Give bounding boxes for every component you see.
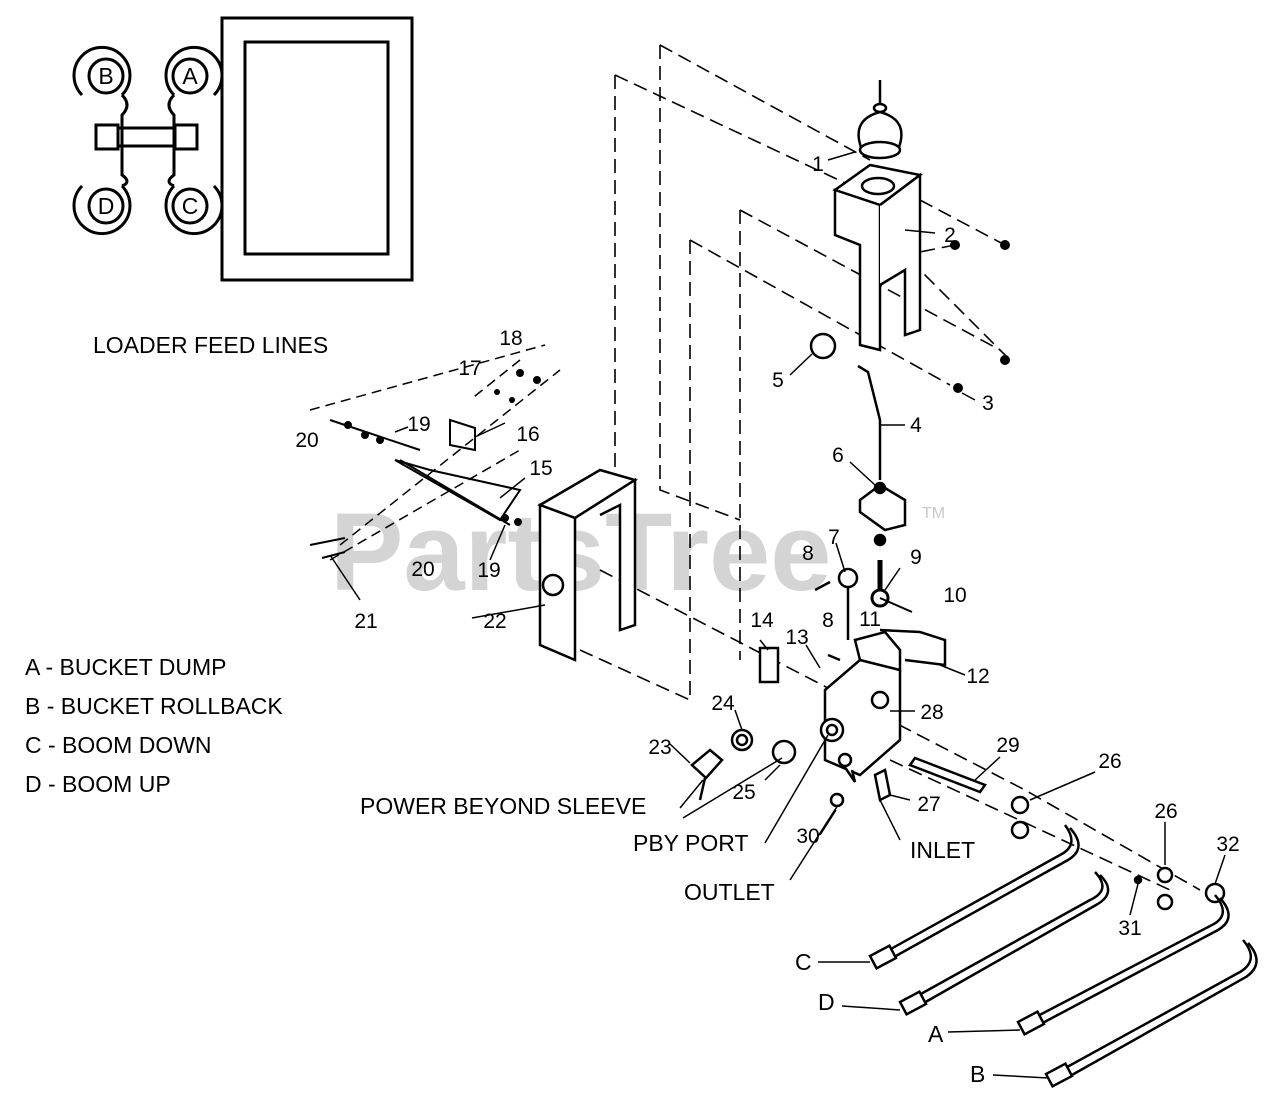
callout-pby-port: PBY PORT — [633, 830, 748, 856]
part-23-24-25-fittings — [690, 728, 797, 801]
part-9-10-linkage — [870, 560, 913, 613]
hose-end-fittings — [868, 943, 1074, 1089]
part-number: 15 — [529, 457, 552, 480]
legend-item: B - BUCKET ROLLBACK — [25, 693, 283, 719]
part-number: 16 — [516, 423, 539, 446]
inset-port-label: C — [182, 193, 199, 219]
part-6-plate — [858, 481, 907, 547]
inset-loader-feed-lines — [72, 16, 414, 282]
port-b-coupler — [72, 45, 132, 97]
feed-line-bd — [120, 93, 129, 188]
part-number: 19 — [477, 559, 500, 582]
leader-lines — [329, 151, 1226, 1079]
inset-port-label: D — [98, 193, 115, 219]
part-number: 10 — [943, 584, 966, 607]
hose-end-label: C — [795, 949, 812, 975]
part-number: 18 — [499, 327, 522, 350]
part-number: 11 — [859, 608, 881, 631]
part-22-housing — [537, 468, 639, 662]
part-number: 23 — [648, 736, 671, 759]
part-number: 17 — [458, 357, 481, 380]
part-28-control-valve — [819, 630, 902, 783]
part-number: 13 — [785, 626, 808, 649]
part-number: 22 — [483, 610, 506, 633]
part-number: 31 — [1118, 917, 1141, 940]
watermark-trademark: TM — [922, 505, 945, 522]
part-number: 5 — [772, 369, 784, 392]
part-number: 30 — [796, 825, 819, 848]
callout-inlet: INLET — [910, 837, 975, 863]
part-number: 19 — [407, 413, 430, 436]
callout-outlet: OUTLET — [684, 879, 775, 905]
hydraulic-hoses — [879, 824, 1258, 1082]
part-number: 3 — [982, 392, 994, 415]
callout-power-beyond-sleeve: POWER BEYOND SLEEVE — [360, 793, 646, 819]
part-number: 9 — [910, 546, 922, 569]
part-2-bracket — [832, 163, 923, 352]
port-c-coupler — [164, 184, 224, 236]
part-number: 32 — [1216, 833, 1239, 856]
part-number: 24 — [711, 692, 735, 715]
feed-line-ac — [167, 93, 176, 188]
hose-end-label: D — [818, 989, 835, 1015]
part-number: 26 — [1098, 750, 1121, 773]
part-number: 29 — [996, 734, 1019, 757]
legend-item: D - BOOM UP — [25, 771, 171, 797]
part-12-bracket — [879, 628, 947, 667]
inset-port-label: A — [182, 63, 198, 89]
part-number: 20 — [295, 429, 318, 452]
part-15-16-bracket-group — [309, 418, 522, 559]
part-number: 26 — [1154, 800, 1177, 823]
part-number: 8 — [822, 609, 834, 632]
part-number: 21 — [354, 610, 377, 633]
legend-item: C - BOOM DOWN — [25, 732, 212, 758]
line-clamp-right — [173, 123, 199, 151]
hose-end-label: A — [928, 1021, 944, 1047]
part-17-18-fasteners — [494, 369, 541, 403]
part-number-labels: 1 2 3 4 5 6 7 8 8 9 10 11 12 13 14 15 16… — [295, 153, 1239, 940]
part-number: 20 — [411, 558, 434, 581]
legend-item: A - BUCKET DUMP — [25, 654, 227, 680]
part-number: 28 — [920, 701, 943, 724]
part-number: 8 — [802, 542, 814, 565]
part-4-lever — [809, 332, 882, 480]
part-17-18-guides — [309, 344, 561, 561]
part-26-32-fittings — [829, 756, 1226, 911]
part-1-boot — [857, 80, 903, 160]
part-number: 27 — [917, 793, 940, 816]
inset-panel-window — [243, 40, 390, 256]
part-number: 14 — [750, 609, 774, 632]
part-number: 1 — [812, 153, 824, 176]
line-clamp-left — [94, 123, 120, 151]
inset-panel-frame — [220, 16, 414, 282]
port-a-coupler — [164, 45, 224, 97]
part-number: 12 — [966, 665, 989, 688]
inset-port-label: B — [98, 63, 113, 89]
part-number: 25 — [732, 781, 755, 804]
inset-title: LOADER FEED LINES — [93, 332, 328, 358]
part-number: 6 — [832, 444, 844, 467]
part-7-8-clevis — [814, 567, 859, 662]
port-d-coupler — [72, 184, 132, 236]
part-14-plate — [758, 646, 780, 684]
part-number: 2 — [944, 224, 956, 247]
part-3-screws — [950, 240, 1010, 393]
part-number: 4 — [910, 414, 922, 437]
hose-end-label: B — [970, 1061, 985, 1087]
part-number: 7 — [828, 526, 840, 549]
